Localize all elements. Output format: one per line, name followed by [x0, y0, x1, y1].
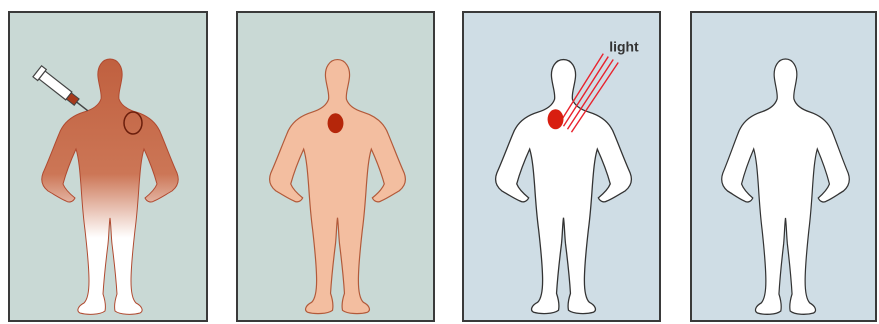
panel-2-distribution	[236, 11, 435, 322]
panel-2-drawing	[238, 13, 435, 322]
panel-4-drawing	[692, 13, 877, 322]
panel-1-drawing	[10, 13, 208, 322]
panel-4-cleared	[690, 11, 877, 322]
panel-3-light-treatment: light	[462, 11, 661, 322]
light-label: light	[609, 39, 639, 55]
panel-1-injection	[8, 11, 208, 322]
tumor	[548, 109, 564, 129]
tumor	[328, 113, 344, 133]
human-figure	[722, 59, 850, 314]
human-figure	[496, 60, 632, 314]
human-figure	[270, 60, 406, 314]
panel-3-drawing: light	[464, 13, 661, 322]
syringe-icon	[33, 66, 92, 116]
